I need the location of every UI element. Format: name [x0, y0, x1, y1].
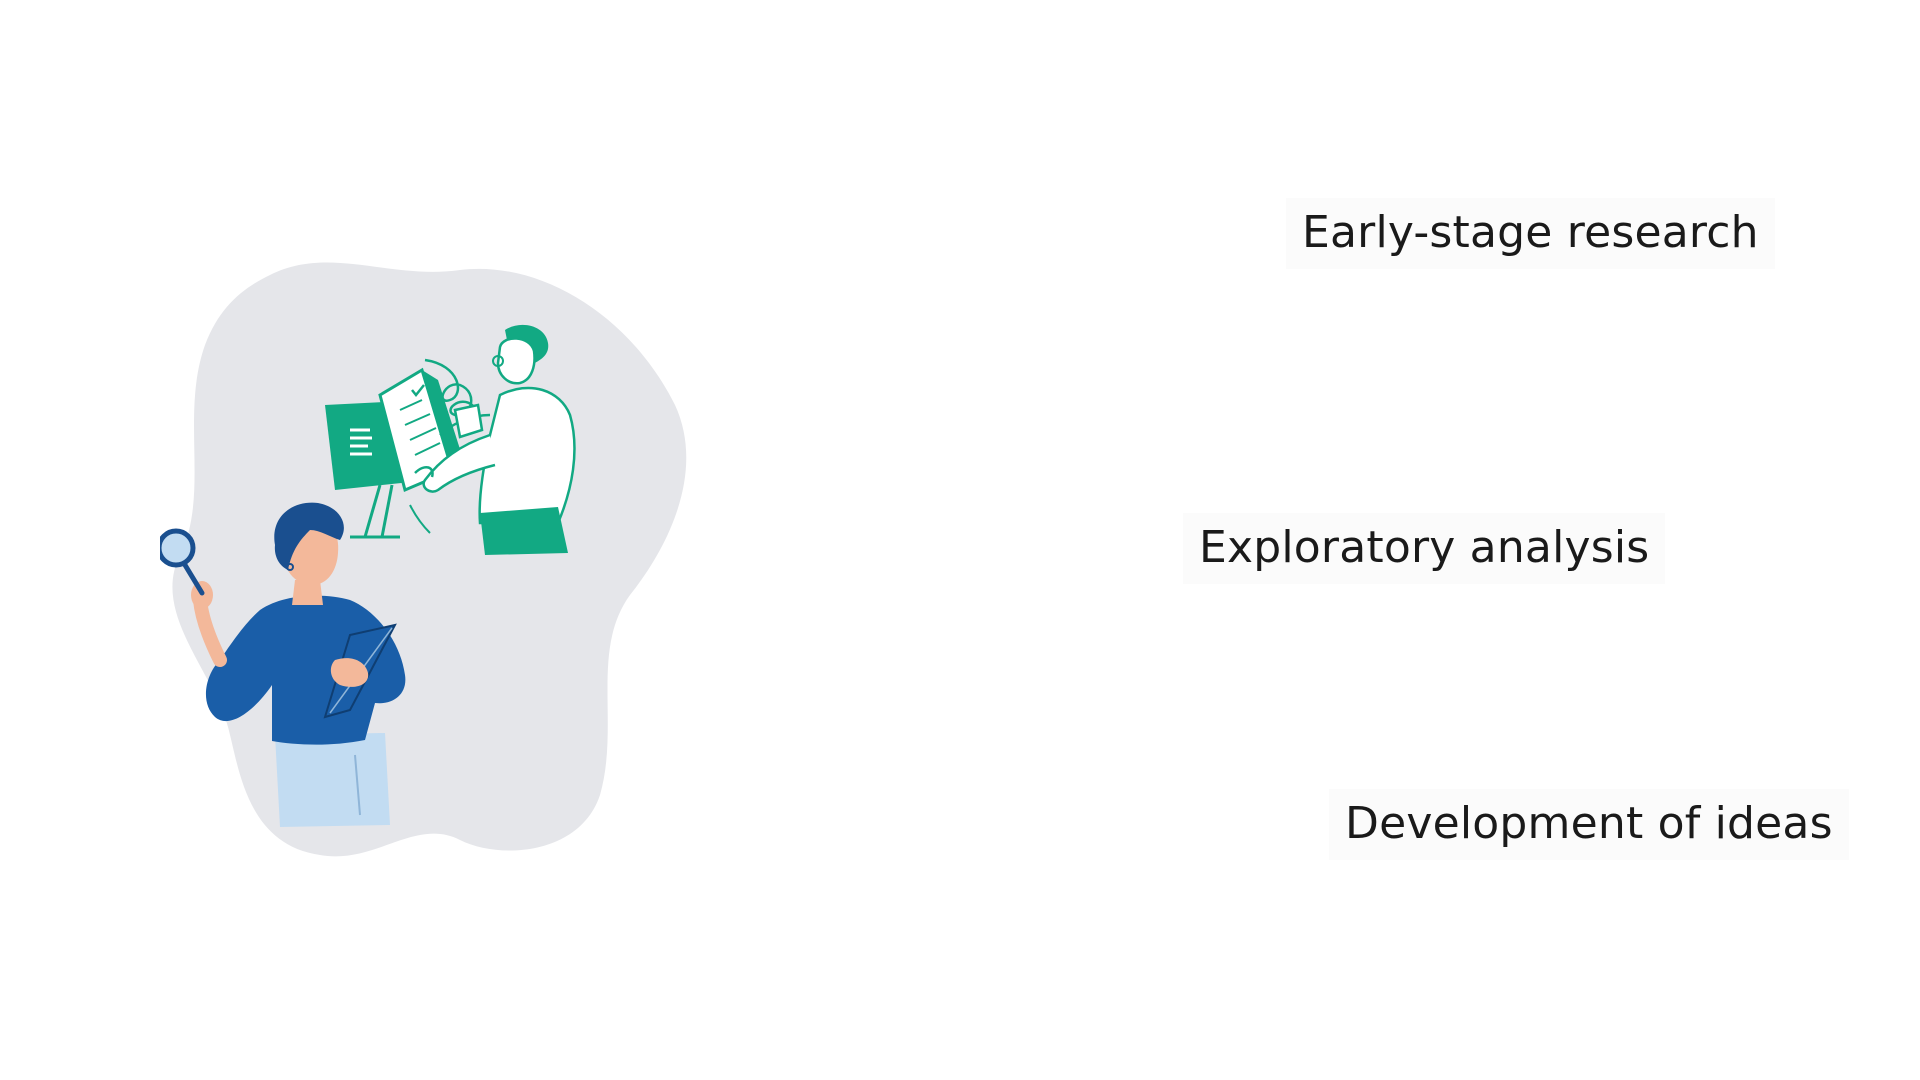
back-person	[409, 324, 576, 555]
magnifier-icon	[160, 528, 205, 596]
label-development-of-ideas: Development of ideas	[1329, 789, 1849, 860]
front-person-hand	[330, 658, 369, 687]
background-blob	[172, 262, 687, 857]
label-exploratory-analysis: Exploratory analysis	[1183, 513, 1666, 584]
document-icon	[378, 367, 465, 493]
label-early-stage-research: Early-stage research	[1286, 198, 1775, 269]
research-illustration	[160, 255, 720, 875]
